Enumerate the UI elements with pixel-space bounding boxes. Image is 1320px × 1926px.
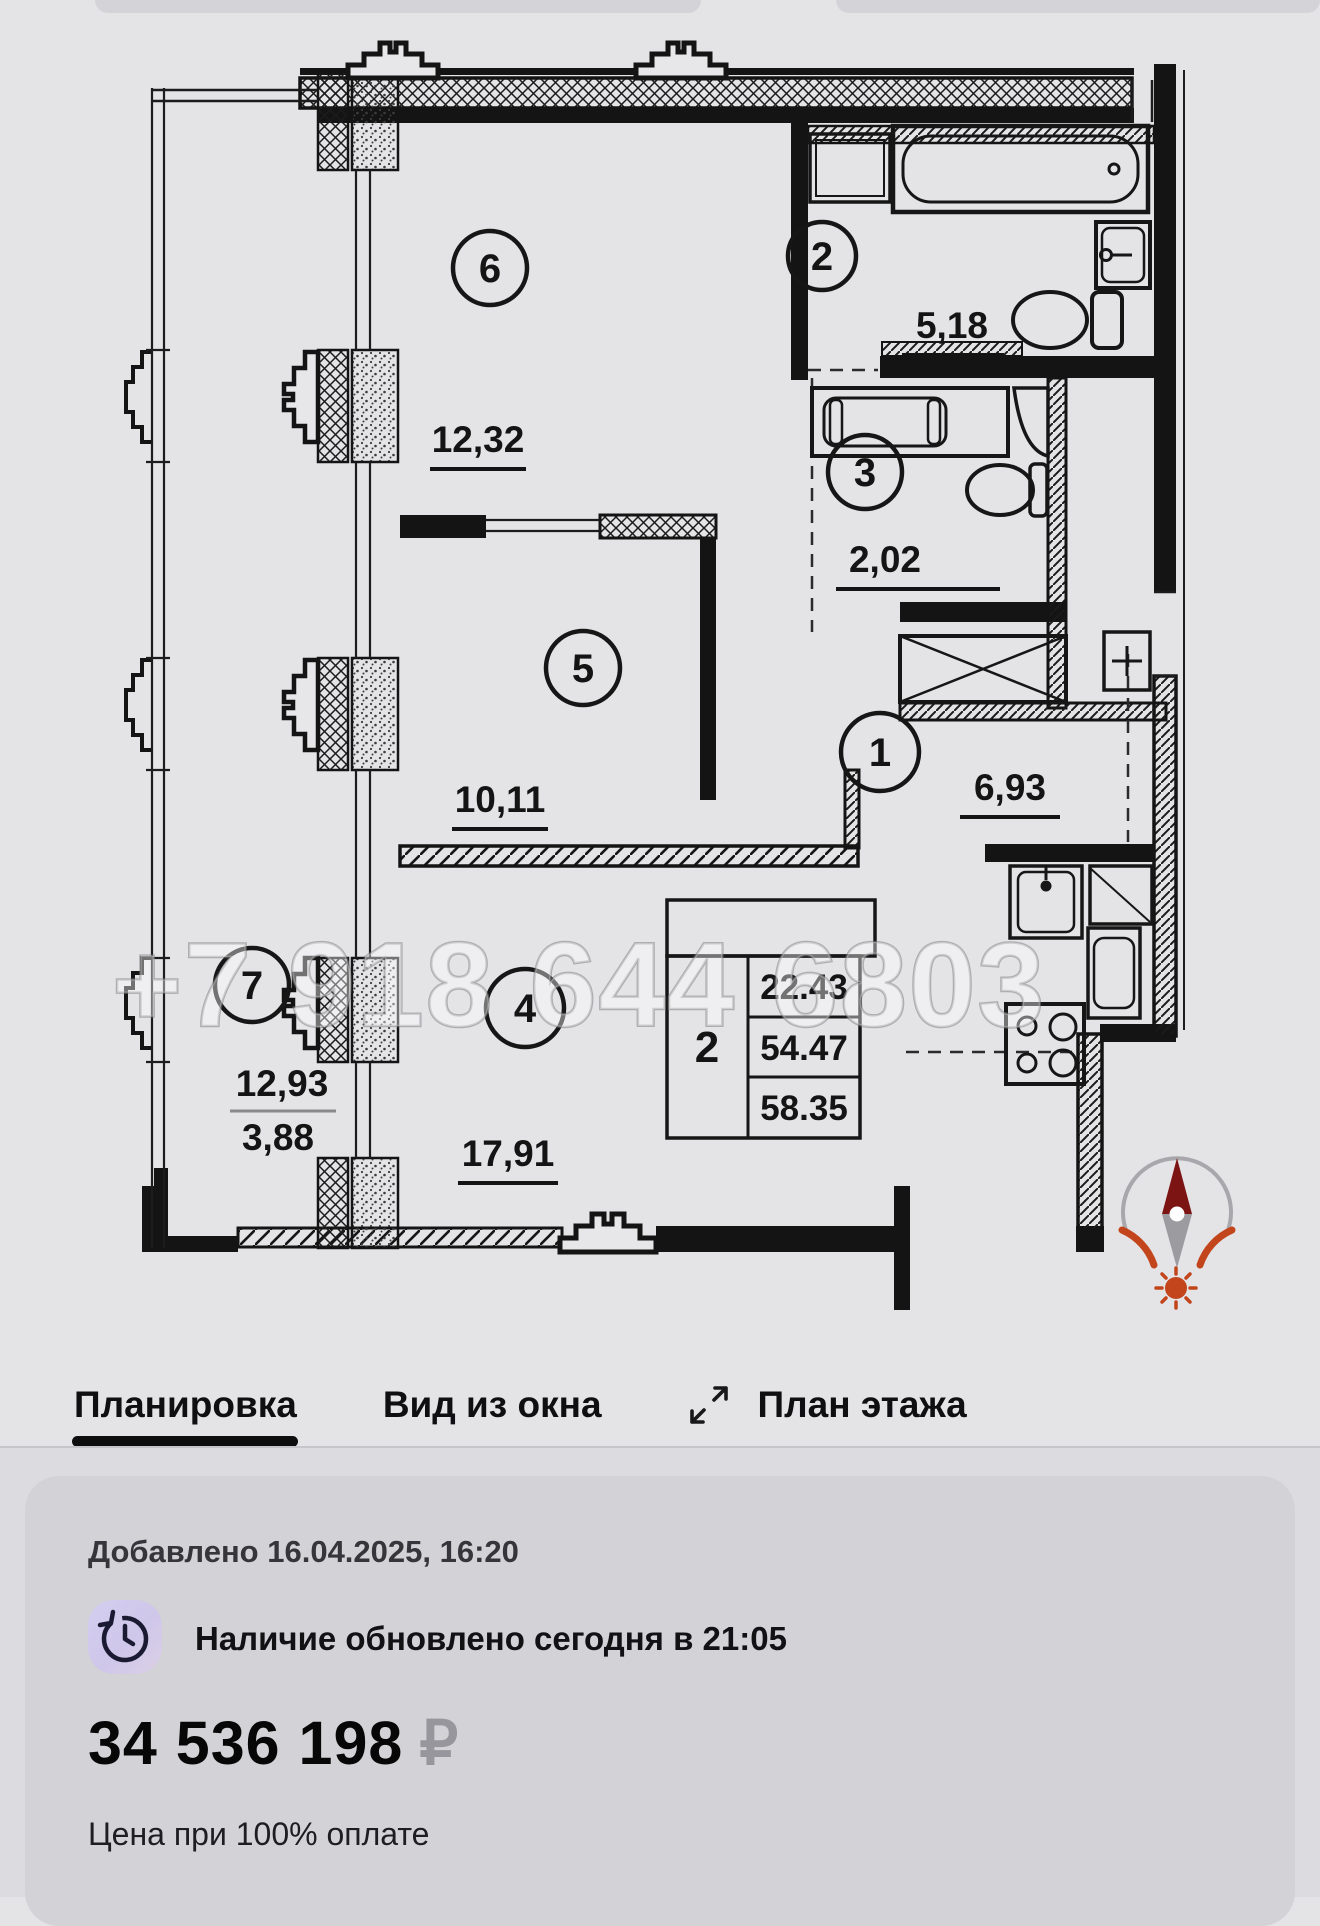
room-7-area-lower: 3,88 bbox=[242, 1117, 314, 1158]
room-4-area: 17,91 bbox=[462, 1133, 555, 1174]
price: 34 536 198₽ bbox=[88, 1708, 459, 1779]
wc-toilet bbox=[965, 462, 1049, 518]
gallery-card-edge-left[interactable] bbox=[95, 0, 701, 13]
room-3-area: 2,02 bbox=[849, 539, 921, 580]
wardrobe bbox=[898, 634, 1068, 704]
plan-walls bbox=[142, 64, 1176, 1310]
summary-room-count: 2 bbox=[695, 1023, 719, 1072]
room-1-number: 1 bbox=[869, 731, 891, 775]
tab-window-view[interactable]: Вид из окна bbox=[382, 1384, 602, 1425]
room-2-number: 2 bbox=[811, 235, 833, 279]
kitchen-appliance bbox=[1086, 926, 1142, 1020]
bath-sink bbox=[1094, 220, 1152, 290]
clock-history-icon bbox=[97, 1609, 149, 1663]
plan-glazing-lines bbox=[146, 70, 1185, 1248]
price-value: 34 536 198 bbox=[88, 1709, 404, 1777]
expand-icon[interactable] bbox=[686, 1382, 732, 1428]
plan-step-decorations bbox=[124, 40, 729, 1255]
room-2-area: 5,18 bbox=[916, 305, 988, 346]
availability-text: Наличие обновлено сегодня в 21:05 bbox=[195, 1620, 787, 1657]
kitchen-sink bbox=[1008, 864, 1084, 940]
room-labels: 6 12,32 5 10,11 2 5,18 3 2,02 1 6,93 4 1… bbox=[212, 219, 1060, 1185]
listing-info-card: Добавлено 16.04.2025, 16:20 Наличие обно… bbox=[25, 1476, 1295, 1926]
added-date: Добавлено 16.04.2025, 16:20 bbox=[88, 1534, 519, 1569]
summary-total-area: 58.35 bbox=[760, 1089, 848, 1128]
tab-layout[interactable]: Планировка bbox=[74, 1384, 297, 1425]
room-4-number: 4 bbox=[514, 987, 537, 1031]
phone-watermark: +7 918 644 6803 bbox=[112, 918, 1046, 1052]
sun-icon bbox=[1154, 1266, 1198, 1310]
room-6-area: 12,32 bbox=[432, 419, 525, 460]
room-3-number: 3 bbox=[854, 451, 876, 495]
fridge bbox=[1088, 864, 1154, 926]
tabs-divider bbox=[0, 1446, 1320, 1448]
bath-toilet bbox=[1011, 290, 1124, 350]
gallery-card-edge-right[interactable] bbox=[836, 0, 1320, 13]
room-5-number: 5 bbox=[572, 647, 594, 691]
compass-icon bbox=[1118, 1156, 1236, 1310]
room-1-area: 6,93 bbox=[974, 767, 1046, 808]
washing-machine bbox=[810, 386, 1050, 459]
room-6-number: 6 bbox=[479, 247, 501, 291]
price-note: Цена при 100% оплате bbox=[88, 1816, 430, 1852]
floor-plan-image: 6 12,32 5 10,11 2 5,18 3 2,02 1 6,93 4 1… bbox=[111, 40, 1236, 1310]
room-7-number: 7 bbox=[241, 964, 263, 1008]
room-7-area: 12,93 bbox=[236, 1063, 329, 1104]
wc-sink bbox=[1102, 630, 1152, 692]
apartment-summary-table: 2 22.43 54.47 58.35 bbox=[665, 898, 877, 1140]
summary-apartment-area: 54.47 bbox=[760, 1029, 848, 1068]
summary-living-area: 22.43 bbox=[760, 968, 848, 1007]
plan-dashed-boundaries bbox=[808, 368, 1130, 1054]
view-tabs: Планировка Вид из окна План этажа bbox=[0, 1382, 1320, 1428]
bath-cabinet bbox=[808, 132, 892, 204]
currency-symbol: ₽ bbox=[419, 1709, 460, 1777]
stove bbox=[1004, 1002, 1086, 1086]
availability-icon bbox=[88, 1600, 162, 1674]
active-tab-underline bbox=[72, 1436, 298, 1447]
bathtub bbox=[890, 123, 1151, 215]
room-5-area: 10,11 bbox=[455, 779, 546, 820]
tab-floor-plan[interactable]: План этажа bbox=[757, 1384, 967, 1425]
